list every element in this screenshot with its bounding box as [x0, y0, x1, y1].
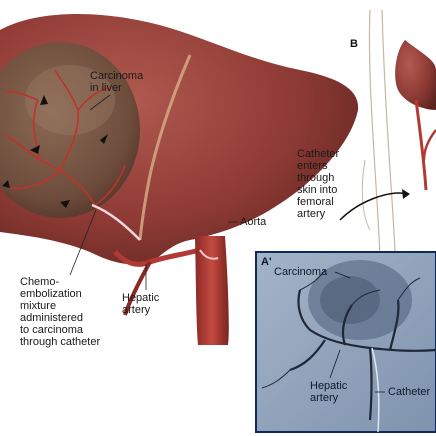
tumor-arrows	[2, 95, 108, 208]
catheter-arrow	[339, 192, 409, 221]
hepatic-artery-label: Hepatic artery	[122, 292, 160, 316]
catheter-tip	[91, 203, 141, 241]
angiogram-inset	[255, 251, 436, 433]
aorta-vessel	[195, 236, 229, 345]
chemo-mixture-label: Chemo- embolization mixture administered…	[20, 276, 101, 348]
ligament-line	[138, 54, 192, 241]
catheter-arrow-head	[402, 189, 410, 199]
catheter-enters-label: Catheter enters through skin into femora…	[297, 148, 340, 220]
branch-vessel	[123, 261, 152, 316]
inset-carcinoma-label: Carcinoma	[274, 266, 328, 278]
panel-a-prime-letter: A'	[261, 256, 272, 268]
tumor-highlight	[25, 65, 115, 135]
catheter-in-aorta	[199, 249, 219, 260]
pointer-lines	[69, 94, 238, 290]
tumor-mass	[0, 42, 140, 218]
tumor-vessels	[4, 69, 126, 206]
carcinoma-in-liver-label: Carcinoma in liver	[90, 70, 144, 94]
inset-hepatic-artery-label: Hepatic artery	[310, 380, 348, 404]
aorta-label: Aorta	[240, 216, 267, 228]
inset-catheter-label: Catheter	[388, 386, 431, 398]
panel-b-letter: B	[350, 38, 358, 50]
